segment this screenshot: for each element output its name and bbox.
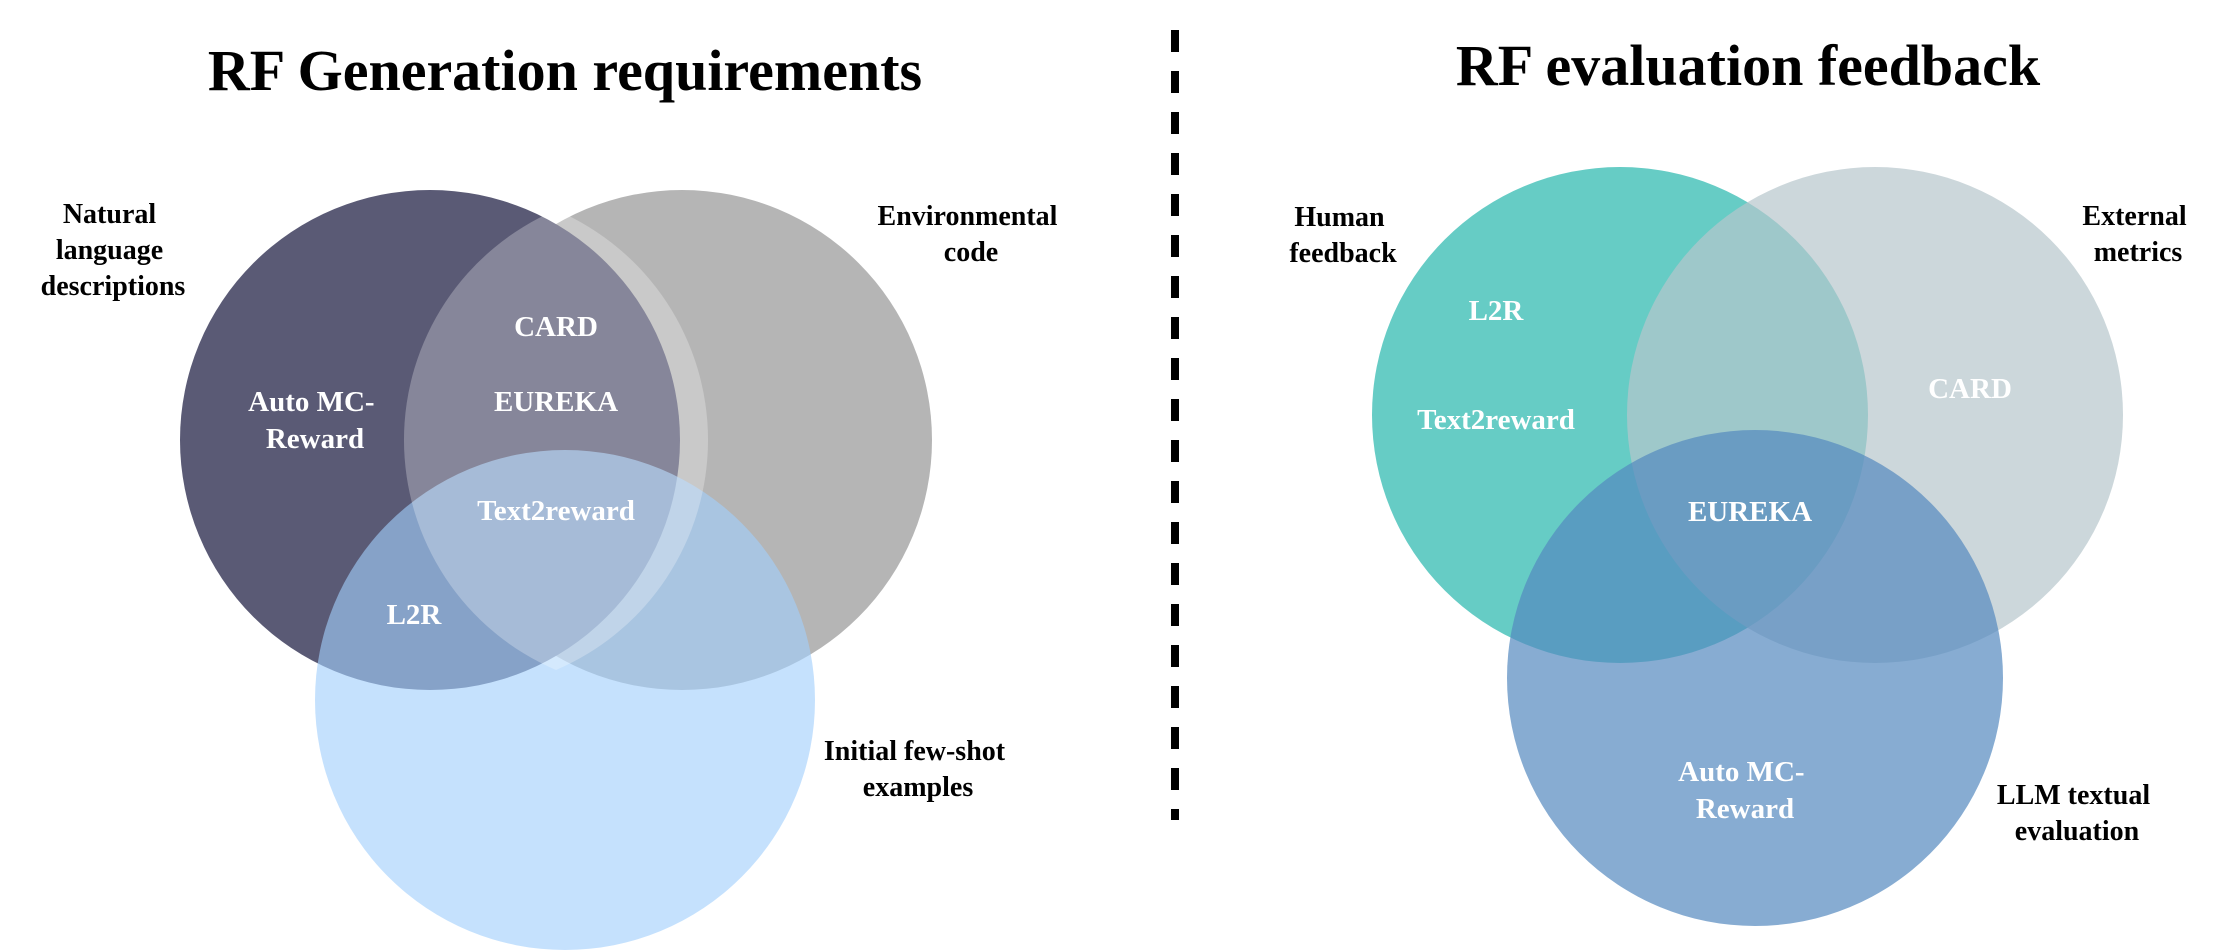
left-venn-circles xyxy=(180,190,932,950)
overlap-natural-environmental xyxy=(403,210,709,670)
label-environmental-code: Environmental code xyxy=(878,201,1065,268)
right-venn-circles xyxy=(1372,167,2123,926)
circle-llm-textual-evaluation xyxy=(1507,430,2003,926)
member-card: CARD xyxy=(514,311,598,343)
left-panel: RF Generation requirements Natural langu… xyxy=(41,38,1065,950)
member-text2reward: Text2reward xyxy=(477,495,635,527)
member-eureka: EUREKA xyxy=(1688,496,1812,528)
right-panel-title: RF evaluation feedback xyxy=(1456,33,2041,98)
member-text2reward: Text2reward xyxy=(1417,404,1575,436)
left-panel-title: RF Generation requirements xyxy=(208,38,922,103)
label-external-metrics: External metrics xyxy=(2082,201,2193,268)
member-card: CARD xyxy=(1928,373,2012,405)
right-panel: RF evaluation feedback Human feedback Ex… xyxy=(1289,33,2193,926)
member-auto-mc-reward: Auto MC- Reward xyxy=(248,386,382,455)
label-natural-language: Natural language descriptions xyxy=(41,199,186,302)
circle-few-shot-examples xyxy=(315,450,815,950)
member-eureka: EUREKA xyxy=(494,386,618,418)
member-auto-mc-reward: Auto MC- Reward xyxy=(1678,756,1812,825)
member-l2r: L2R xyxy=(1469,295,1525,327)
label-human-feedback: Human feedback xyxy=(1289,202,1397,269)
label-few-shot-examples: Initial few-shot examples xyxy=(824,736,1012,803)
member-l2r: L2R xyxy=(387,599,443,631)
label-llm-textual-evaluation: LLM textual evaluation xyxy=(1997,780,2157,847)
